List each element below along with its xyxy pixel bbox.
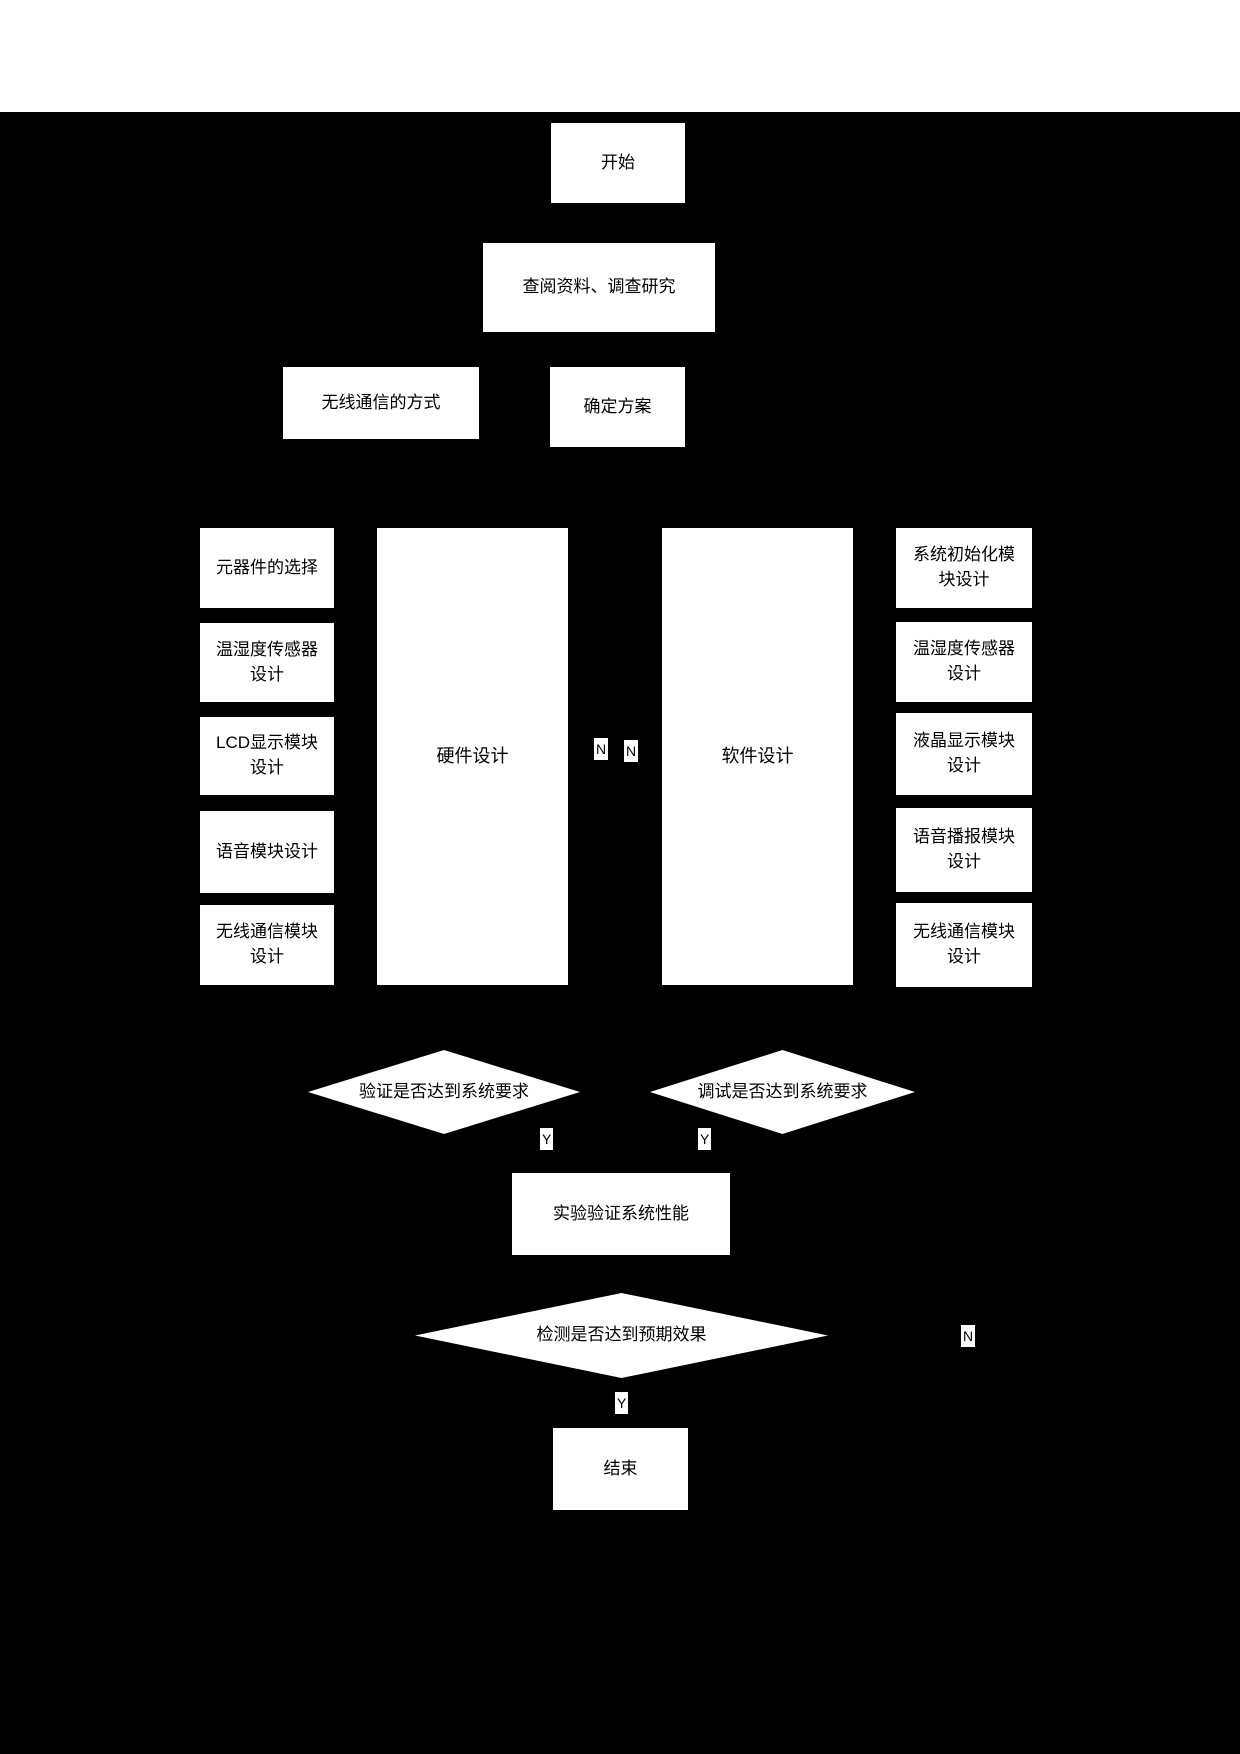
edge-label-verify-yes: Y bbox=[540, 1128, 554, 1150]
edge-label-software-no: N bbox=[624, 740, 639, 762]
voice-broadcast-module-node: 语音播报模块设计 bbox=[896, 808, 1032, 892]
software-design-node: 软件设计 bbox=[662, 528, 853, 985]
verify-decision-diamond: 验证是否达到系统要求 bbox=[308, 1050, 580, 1134]
start-node: 开始 bbox=[551, 123, 685, 203]
lcd-crystal-display-module-node: 液晶显示模块设计 bbox=[896, 713, 1032, 795]
voice-module-node: 语音模块设计 bbox=[200, 811, 334, 893]
wireless-method-node: 无线通信的方式 bbox=[283, 367, 479, 439]
sw-wireless-comm-module-node: 无线通信模块设计 bbox=[896, 903, 1032, 987]
detect-decision-diamond: 检测是否达到预期效果 bbox=[415, 1293, 828, 1378]
hw-temp-humidity-sensor-node: 温湿度传感器设计 bbox=[200, 623, 334, 702]
lcd-display-module-node: LCD显示模块设计 bbox=[200, 717, 334, 795]
hw-wireless-comm-module-node: 无线通信模块设计 bbox=[200, 905, 334, 985]
end-node: 结束 bbox=[553, 1428, 688, 1510]
edge-label-detect-no: N bbox=[961, 1325, 976, 1347]
hardware-design-node: 硬件设计 bbox=[377, 528, 568, 985]
edge-label-debug-yes: Y bbox=[698, 1128, 712, 1150]
system-init-module-node: 系统初始化模块设计 bbox=[896, 528, 1032, 608]
debug-decision-diamond: 调试是否达到系统要求 bbox=[650, 1050, 915, 1134]
edge-label-detect-yes: Y bbox=[615, 1392, 629, 1414]
experiment-node: 实验验证系统性能 bbox=[512, 1173, 730, 1255]
page-top-margin bbox=[0, 0, 1240, 112]
edge-label-hardware-no: N bbox=[594, 738, 609, 760]
confirm-plan-node: 确定方案 bbox=[550, 367, 685, 447]
research-node: 查阅资料、调查研究 bbox=[483, 243, 715, 332]
component-selection-node: 元器件的选择 bbox=[200, 528, 334, 608]
sw-temp-humidity-sensor-node: 温湿度传感器设计 bbox=[896, 622, 1032, 702]
